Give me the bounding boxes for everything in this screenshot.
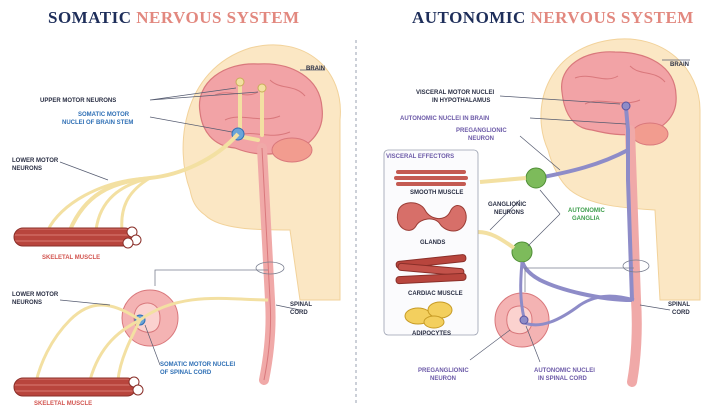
somatic-panel: BRAIN UPPER MOTOR NEURONS SOMATIC MOTOR … bbox=[12, 45, 340, 407]
autonomic-label-preganglionic-bottom-2: NEURON bbox=[430, 376, 456, 382]
autonomic-label-spinal-1: SPINAL bbox=[668, 302, 690, 308]
autonomic-label-ganglionic-2: NEURONS bbox=[494, 210, 524, 216]
somatic-label-brainstem-2: NUCLEI OF BRAIN STEM bbox=[62, 120, 133, 126]
autonomic-spinal-nucleus bbox=[520, 316, 528, 324]
autonomic-label-smooth-muscle: SMOOTH MUSCLE bbox=[410, 190, 463, 196]
autonomic-label-ganglionic-1: GANGLIONIC bbox=[488, 202, 527, 208]
autonomic-ganglionic-bottom bbox=[478, 232, 514, 248]
somatic-label-spinal-1: SPINAL bbox=[290, 302, 312, 308]
somatic-top-muscle bbox=[14, 228, 134, 246]
somatic-top-nerve-branches bbox=[48, 178, 150, 230]
autonomic-label-ganglia-2: GANGLIA bbox=[572, 216, 600, 222]
autonomic-ganglionic-top bbox=[480, 178, 526, 182]
autonomic-label-preganglionic-bottom-1: PREGANGLIONIC bbox=[418, 368, 469, 374]
autonomic-label-visceral-2: IN HYPOTHALAMUS bbox=[432, 98, 490, 104]
somatic-label-skeletal-bottom: SKELETAL MUSCLE bbox=[34, 401, 92, 407]
somatic-label-lower-bottom-2: NEURONS bbox=[12, 300, 42, 306]
somatic-bottom-muscle bbox=[14, 378, 136, 396]
somatic-label-spinal-nuclei-1: SOMATIC MOTOR NUCLEI bbox=[160, 362, 235, 368]
autonomic-label-brain: BRAIN bbox=[670, 62, 689, 68]
autonomic-label-adipocytes: ADIPOCYTES bbox=[412, 331, 451, 337]
somatic-label-skeletal: SKELETAL MUSCLE bbox=[42, 255, 100, 261]
smooth-muscle-illustration bbox=[396, 172, 466, 184]
autonomic-cerebellum bbox=[632, 123, 668, 145]
autonomic-label-glands: GLANDS bbox=[420, 240, 445, 246]
somatic-label-lower-top-2: NEURONS bbox=[12, 166, 42, 172]
autonomic-label-preganglionic-2: NEURON bbox=[468, 136, 494, 142]
autonomic-label-cardiac: CARDIAC MUSCLE bbox=[408, 291, 463, 297]
autonomic-label-visceral-effectors: VISCERAL EFFECTORS bbox=[386, 154, 454, 160]
somatic-label-brain: BRAIN bbox=[306, 66, 325, 72]
autonomic-label-spinal-nuclei-2: IN SPINAL CORD bbox=[538, 376, 588, 382]
autonomic-brain bbox=[562, 52, 677, 135]
autonomic-label-spinal-nuclei-1: AUTONOMIC NUCLEI bbox=[534, 368, 595, 374]
autonomic-label-spinal-2: CORD bbox=[672, 310, 690, 316]
somatic-label-spinal-2: CORD bbox=[290, 310, 308, 316]
somatic-label-upper-motor: UPPER MOTOR NEURONS bbox=[40, 98, 116, 104]
autonomic-ganglion-top bbox=[526, 168, 546, 188]
autonomic-panel: BRAIN VISCERAL MOTOR NUCLEI IN HYPOTHALA… bbox=[384, 39, 700, 382]
autonomic-preganglionic-mid bbox=[522, 252, 632, 300]
autonomic-label-visceral-1: VISCERAL MOTOR NUCLEI bbox=[416, 90, 494, 96]
somatic-label-lower-bottom-1: LOWER MOTOR bbox=[12, 292, 59, 298]
autonomic-hypothalamus-nucleus bbox=[622, 102, 630, 110]
autonomic-label-ganglia-1: AUTONOMIC bbox=[568, 208, 606, 214]
somatic-label-brainstem-1: SOMATIC MOTOR bbox=[78, 112, 130, 118]
autonomic-label-nuclei-brain: AUTONOMIC NUCLEI IN BRAIN bbox=[400, 116, 489, 122]
somatic-label-lower-top-1: LOWER MOTOR bbox=[12, 158, 59, 164]
somatic-label-spinal-nuclei-2: OF SPINAL CORD bbox=[160, 370, 212, 376]
autonomic-label-preganglionic-1: PREGANGLIONIC bbox=[456, 128, 507, 134]
somatic-link-arrow bbox=[155, 270, 268, 286]
somatic-cerebellum bbox=[272, 138, 312, 162]
